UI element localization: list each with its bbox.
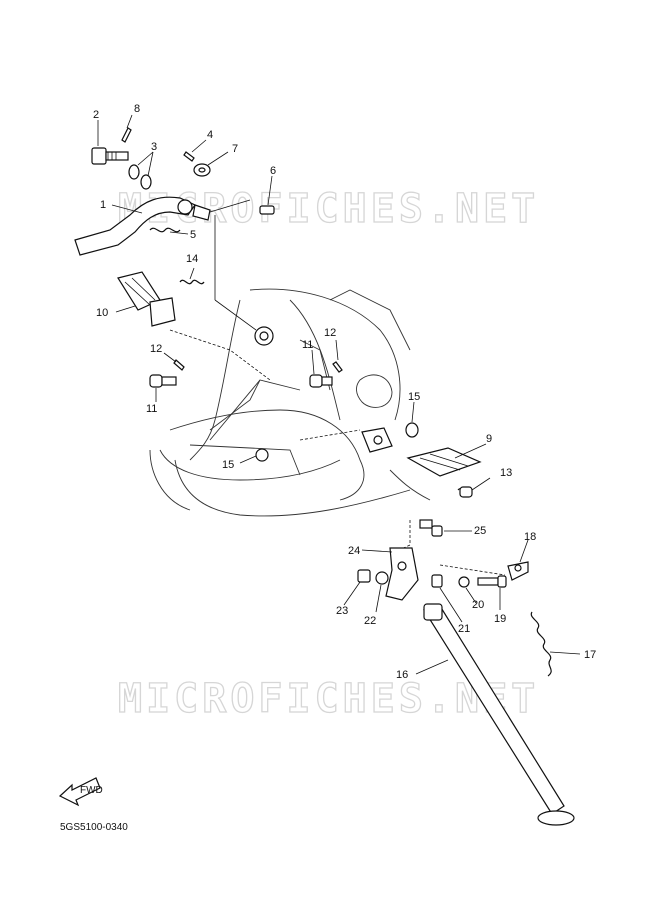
footrest-right — [406, 443, 487, 477]
callout-16: 16 — [396, 669, 408, 681]
sidestand — [415, 603, 575, 826]
bolt-25 — [419, 519, 472, 537]
damper-15-right — [405, 401, 419, 438]
watermark-bottom: MICROFICHES.NET — [118, 676, 539, 722]
cotter-pin-8 — [121, 114, 133, 143]
frame-outline — [149, 288, 431, 517]
callout-17: 17 — [584, 649, 596, 661]
callout-6: 6 — [270, 165, 276, 177]
washer-22 — [375, 571, 389, 613]
callout-18: 18 — [524, 531, 536, 543]
callout-23: 23 — [336, 605, 348, 617]
fwd-label: FWD — [80, 785, 103, 796]
nut-23 — [343, 569, 371, 606]
bolt-19 — [477, 575, 507, 610]
callout-14: 14 — [186, 253, 198, 265]
callout-1: 1 — [100, 199, 106, 211]
callout-22: 22 — [364, 615, 376, 627]
footrest-bracket-right — [361, 427, 393, 453]
sidestand-spring — [530, 611, 581, 677]
callout-9: 9 — [486, 433, 492, 445]
callout-12-right: 12 — [324, 327, 336, 339]
spring-13 — [457, 477, 491, 498]
collar-21 — [431, 574, 463, 623]
callout-12-left: 12 — [150, 343, 162, 355]
callout-11-right: 11 — [302, 339, 313, 351]
washer-7 — [193, 151, 229, 177]
callout-labels: 2 8 3 4 7 6 1 5 14 10 12 11 12 11 15 9 1… — [93, 103, 596, 681]
callout-2: 2 — [93, 109, 99, 121]
callout-25: 25 — [474, 525, 486, 537]
sidestand-bracket — [361, 547, 419, 601]
callout-7: 7 — [232, 143, 238, 155]
pivot-bolt — [91, 120, 129, 165]
callout-13: 13 — [500, 467, 512, 479]
callout-5: 5 — [190, 229, 196, 241]
bolt-11-right — [309, 339, 343, 388]
callout-8: 8 — [134, 103, 140, 115]
cotter-pin-4 — [183, 139, 207, 162]
return-spring — [149, 227, 189, 235]
damper-15-lower — [239, 448, 269, 464]
footrest-left — [115, 271, 176, 327]
diagram-code: 5GS5100-0340 — [60, 822, 128, 833]
bracket-plate-18 — [507, 539, 529, 581]
callout-4: 4 — [207, 129, 213, 141]
brake-pedal — [74, 196, 211, 256]
callout-3: 3 — [151, 141, 157, 153]
bolt-11-left — [149, 352, 185, 402]
callout-21: 21 — [458, 623, 470, 635]
washer-20 — [458, 576, 477, 604]
callout-24: 24 — [348, 545, 360, 557]
footrest-bracket — [214, 215, 274, 346]
fwd-arrow-icon: FWD — [58, 777, 103, 807]
callout-20: 20 — [472, 599, 484, 611]
pin-6 — [209, 175, 275, 215]
callout-15-right: 15 — [408, 391, 420, 403]
callout-10: 10 — [96, 307, 108, 319]
callout-15-lower: 15 — [222, 459, 234, 471]
spring-14 — [179, 267, 205, 285]
o-rings — [128, 151, 154, 190]
callout-19: 19 — [494, 613, 506, 625]
callout-11-left: 11 — [146, 403, 157, 415]
